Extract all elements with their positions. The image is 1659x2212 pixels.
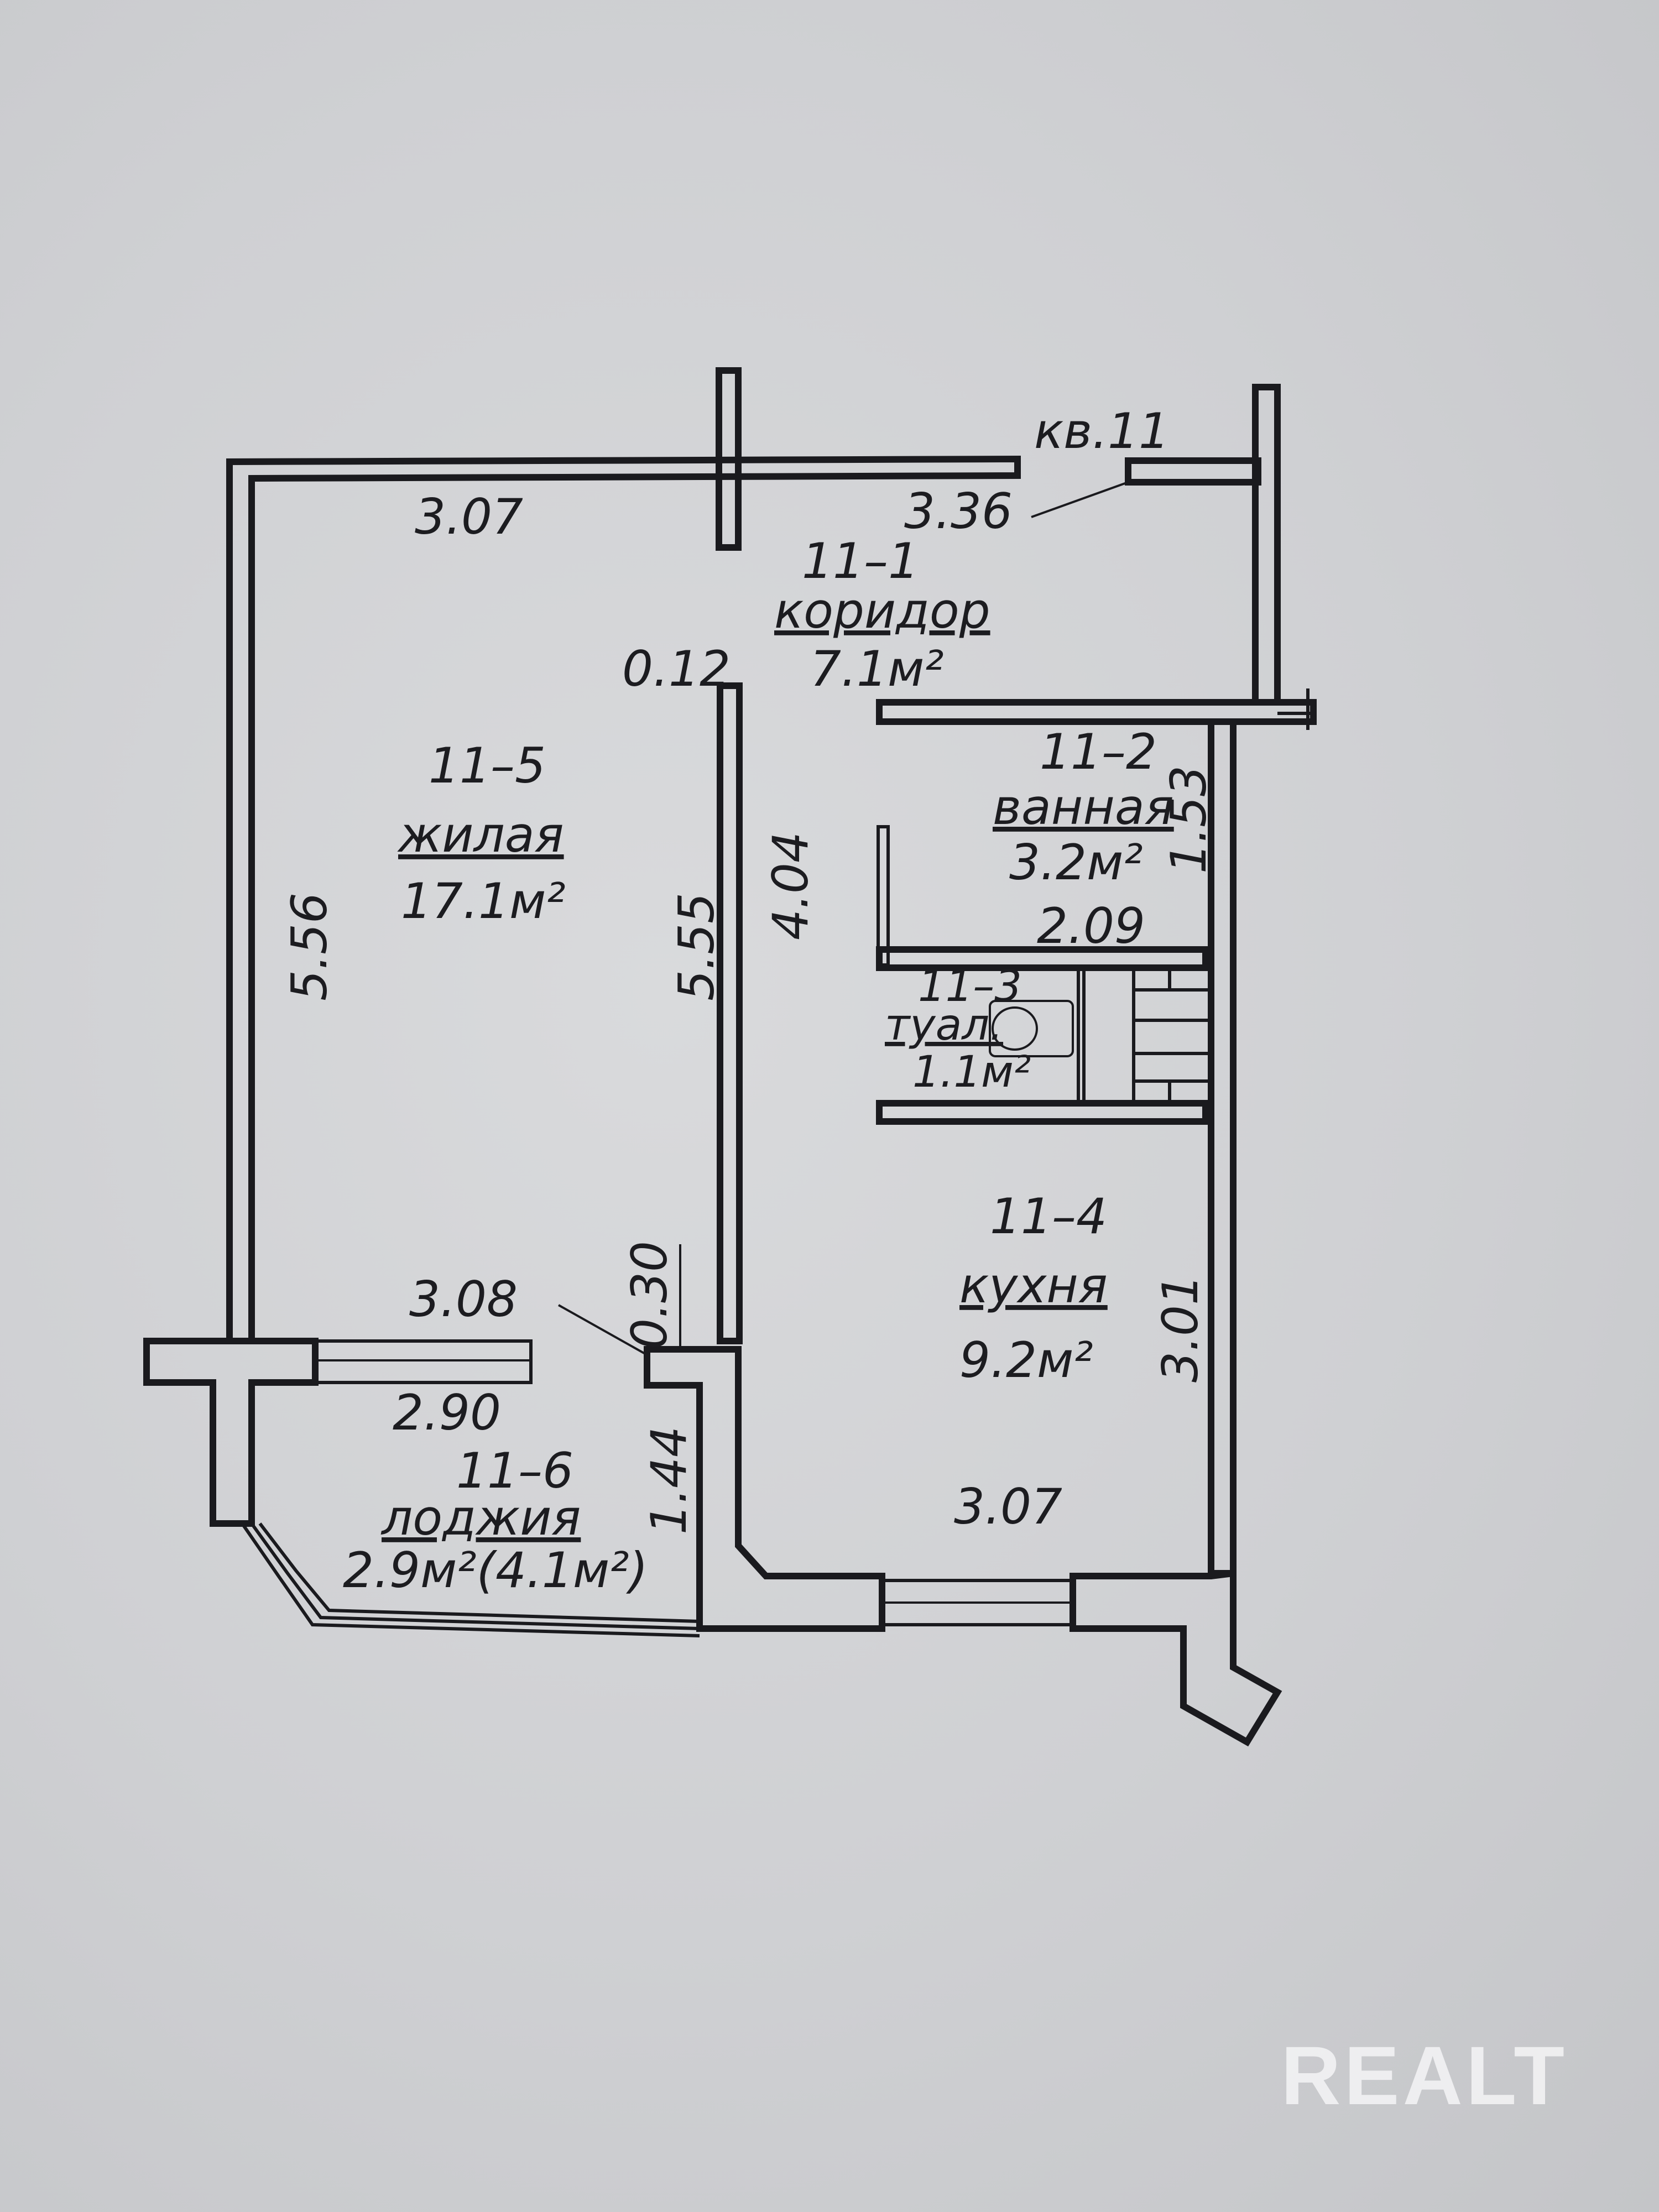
- offset-leader-line: [558, 1304, 648, 1356]
- room-area-kitchen: 9.2м²: [959, 1332, 1093, 1389]
- loggia-outline-outer: [242, 1524, 700, 1637]
- room-number-loggia: 11–6: [456, 1442, 573, 1499]
- dim-partition: 0.12: [622, 640, 731, 697]
- room-name-loggia: лоджия: [380, 1489, 581, 1546]
- living-outer-wall: [226, 455, 1021, 1341]
- room-number-bath: 11–2: [1040, 723, 1157, 780]
- ventilation-shaft: [1077, 966, 1213, 1105]
- dim-loggia-width: 2.90: [393, 1384, 501, 1441]
- toilet-fixture: [989, 1000, 1074, 1057]
- room-name-toilet: туал.: [885, 1000, 1003, 1050]
- loggia-outline-inner: [258, 1522, 700, 1623]
- dim-wall-offset: 0.30: [621, 1241, 678, 1349]
- room-number-toilet: 11–3: [918, 962, 1022, 1011]
- dim-mid-height: 5.55: [668, 893, 725, 1001]
- entrance-wall-stub: [1125, 457, 1261, 486]
- dim-top-right: 3.36: [904, 483, 1013, 540]
- dim-corridor-height: 4.04: [762, 832, 819, 940]
- kitchen-bottom-right-wall: [1070, 1569, 1282, 1747]
- room-number-kitchen: 11–4: [990, 1188, 1107, 1245]
- dim-kitchen-height: 3.01: [1152, 1274, 1209, 1383]
- room-area-toilet: 1.1м²: [912, 1047, 1031, 1097]
- dim-kitchen-width: 3.07: [954, 1478, 1062, 1535]
- realt-watermark-logo: REALT: [1281, 2029, 1568, 2122]
- walls: [143, 367, 1317, 1747]
- room-number-living: 11–5: [429, 737, 546, 794]
- labels: кв.11 3.07 3.36 0.12 11–1 коридор 7.1м² …: [281, 403, 1217, 1599]
- dim-living-bottom: 3.08: [409, 1271, 518, 1328]
- dim-bath-width: 2.09: [1037, 898, 1145, 954]
- bath-left-partition: [877, 825, 890, 967]
- room-area-corridor: 7.1м²: [810, 640, 944, 697]
- dim-bath-height: 1.53: [1160, 765, 1217, 874]
- apartment-label: кв.11: [1034, 403, 1170, 460]
- room-name-corridor: коридор: [774, 582, 990, 639]
- loggia-outline: [250, 1522, 700, 1630]
- toilet-bottom-wall: [876, 1100, 1209, 1125]
- room-name-bath: ванная: [993, 779, 1174, 836]
- living-window: [314, 1339, 533, 1384]
- dim-top-left: 3.07: [415, 488, 523, 545]
- room-number-corridor: 11–1: [802, 533, 919, 589]
- top-wall-cross: [716, 367, 742, 551]
- apartment-leader-line: [1031, 481, 1129, 518]
- entrance-right-wall: [1252, 384, 1281, 706]
- toilet-bowl: [992, 1006, 1038, 1051]
- bath-top-wall: [876, 699, 1317, 725]
- room-area-living: 17.1м²: [401, 873, 566, 930]
- room-area-bath: 3.2м²: [1009, 834, 1143, 891]
- room-name-living: жилая: [397, 806, 564, 863]
- dim-left-height: 5.56: [281, 893, 338, 1001]
- dim-loggia-height: 1.44: [640, 1426, 697, 1535]
- living-bottom-left-block: [143, 1338, 319, 1527]
- central-partition: [717, 682, 743, 1344]
- room-area-loggia: 2.9м²(4.1м²): [343, 1542, 648, 1599]
- room-name-kitchen: кухня: [959, 1257, 1108, 1314]
